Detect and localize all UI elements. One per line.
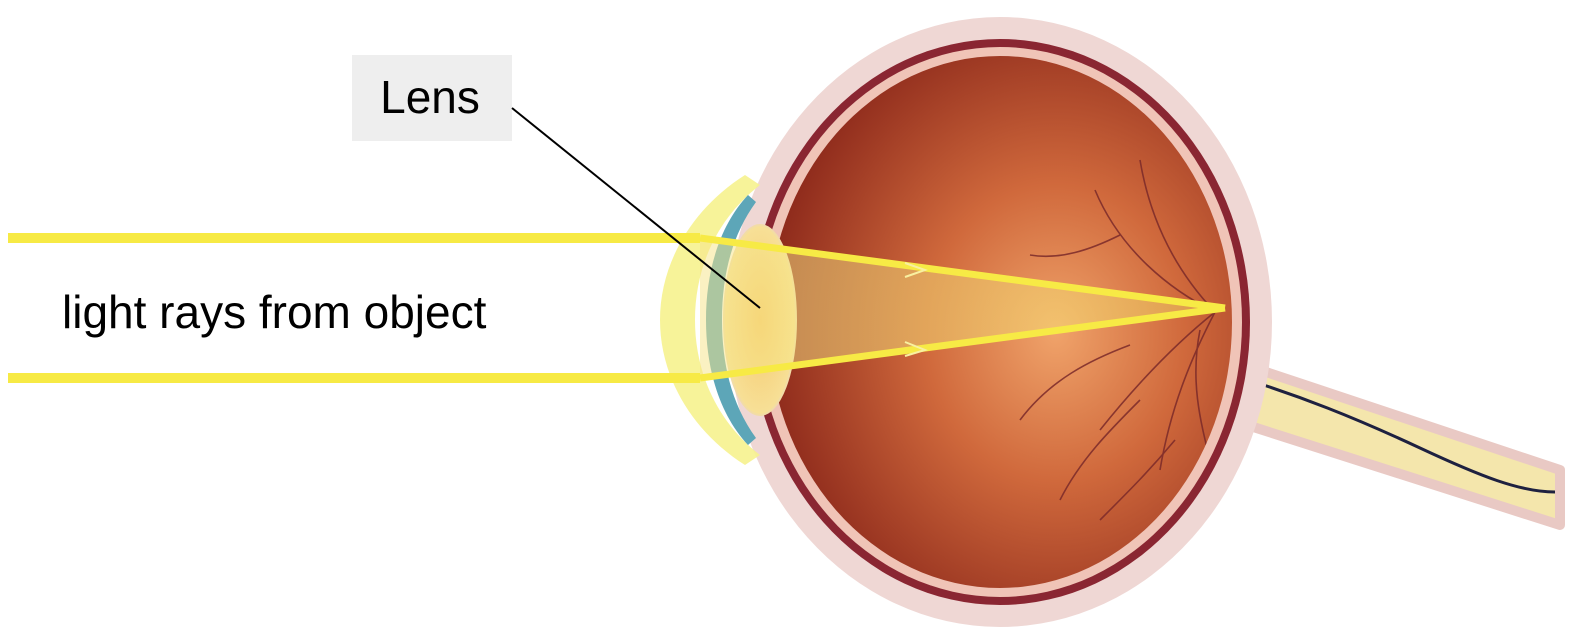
lens-label: Lens (380, 71, 480, 123)
rays-label: light rays from object (62, 286, 487, 338)
